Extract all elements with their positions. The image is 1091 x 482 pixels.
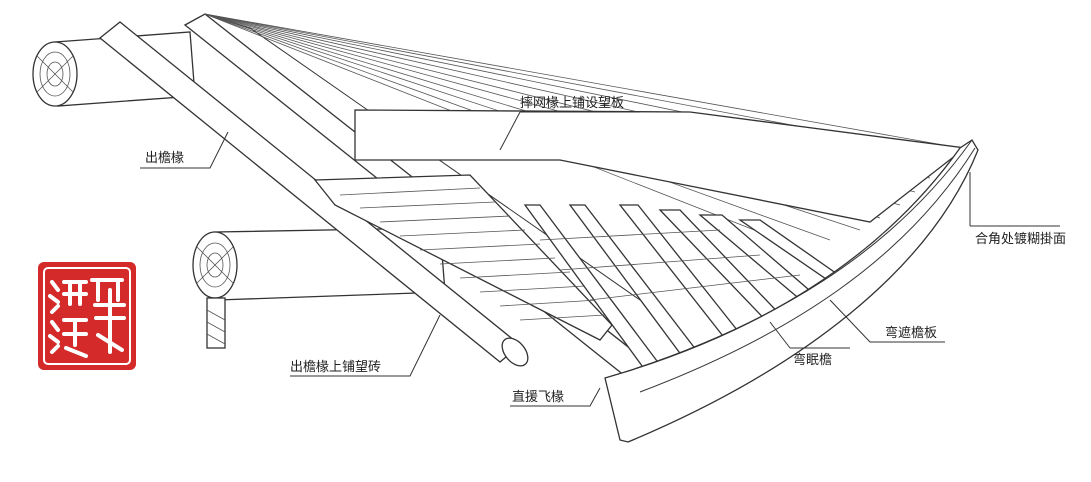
roof-board-plane: [354, 109, 967, 223]
brick-strip: [313, 174, 613, 341]
label-eave-rafter: 出檐椽: [145, 151, 184, 166]
red-seal-stamp: [38, 262, 136, 370]
label-brick-on-rafter: 出檐椽上铺望砖: [290, 359, 381, 375]
lower-purlin: [192, 227, 446, 349]
label-roof-board: 摔网椽上铺设望板: [520, 95, 624, 111]
leader-lines: [140, 111, 1060, 407]
upper-purlin: [32, 31, 196, 107]
label-flying-rafter: 直援飞椽: [512, 390, 564, 405]
label-curved-fascia: 弯遮檐板: [885, 325, 937, 341]
label-corner-joint: 合角处镀糊掛面: [975, 231, 1066, 247]
curved-eave-board: [604, 139, 979, 443]
label-curved-eave: 弯眠檐: [793, 352, 832, 368]
